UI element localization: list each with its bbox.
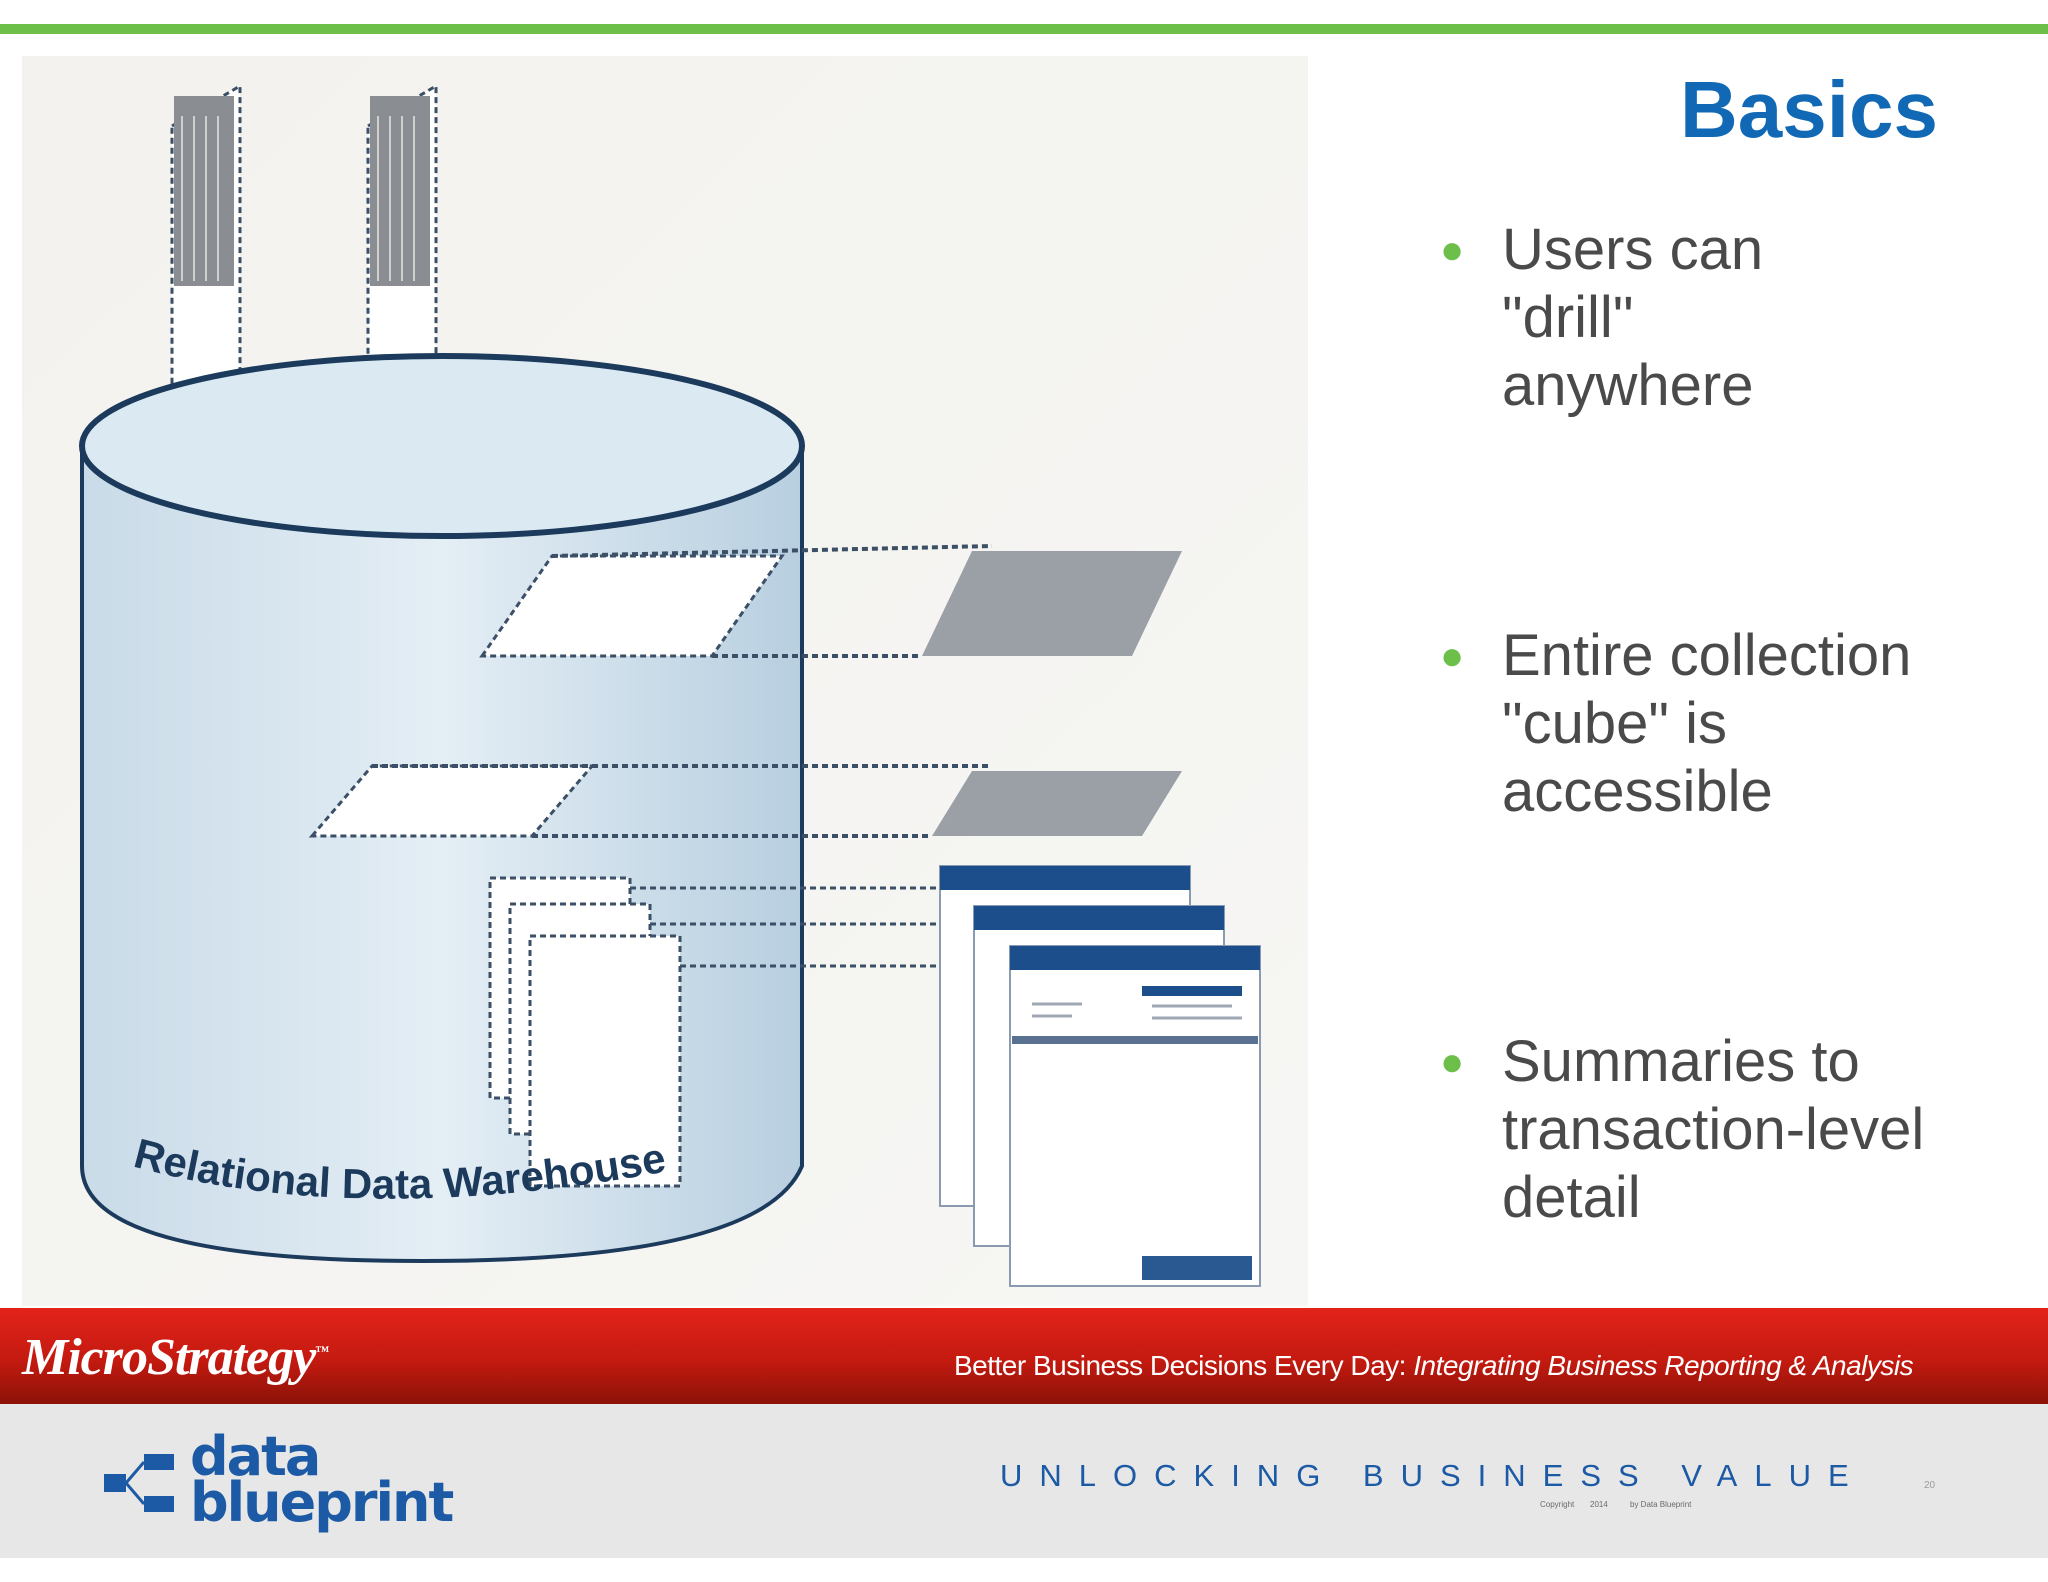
data-warehouse-illustration: Relational Data Warehouse — [22, 56, 1308, 1306]
slogan: UNLOCKING BUSINESS VALUE — [1000, 1458, 1866, 1493]
document-stack — [488, 876, 1022, 1188]
bullet-dot-icon: ● — [1440, 228, 1465, 272]
copyright-owner: by Data Blueprint — [1630, 1500, 1692, 1509]
data-blueprint-logo: data blueprint — [100, 1425, 480, 1534]
copyright-year: 2014 — [1590, 1500, 1608, 1509]
footer-band: data blueprint UNLOCKING BUSINESS VALUE … — [0, 1404, 2048, 1558]
horizontal-slice-upper — [479, 544, 1182, 658]
report-pages — [939, 865, 1261, 1287]
bullet-dot-icon: ● — [1440, 1040, 1465, 1084]
bullet-text: Entire collection "cube" is accessible — [1502, 623, 1912, 824]
logo-wordmark: data blueprint — [190, 1425, 454, 1534]
page-number: 20 — [1924, 1480, 1936, 1491]
bullet-text: Summaries to transaction-level detail — [1502, 1029, 1925, 1230]
blueprint-connector-icon — [104, 1454, 174, 1512]
copyright-word: Copyright — [1540, 1500, 1575, 1509]
bullet-text: Users can "drill" anywhere — [1502, 217, 1764, 418]
microstrategy-banner: MicroStrategy™ Better Business Decisions… — [0, 1308, 2048, 1404]
horizontal-slice-lower — [308, 764, 1182, 838]
microstrategy-logo: MicroStrategy™ — [22, 1329, 329, 1386]
banner-tagline: Better Business Decisions Every Day: Int… — [954, 1350, 1914, 1381]
slide-title: Basics — [1680, 65, 1938, 154]
top-accent-bar — [0, 24, 2048, 34]
bullet-dot-icon: ● — [1440, 634, 1465, 678]
